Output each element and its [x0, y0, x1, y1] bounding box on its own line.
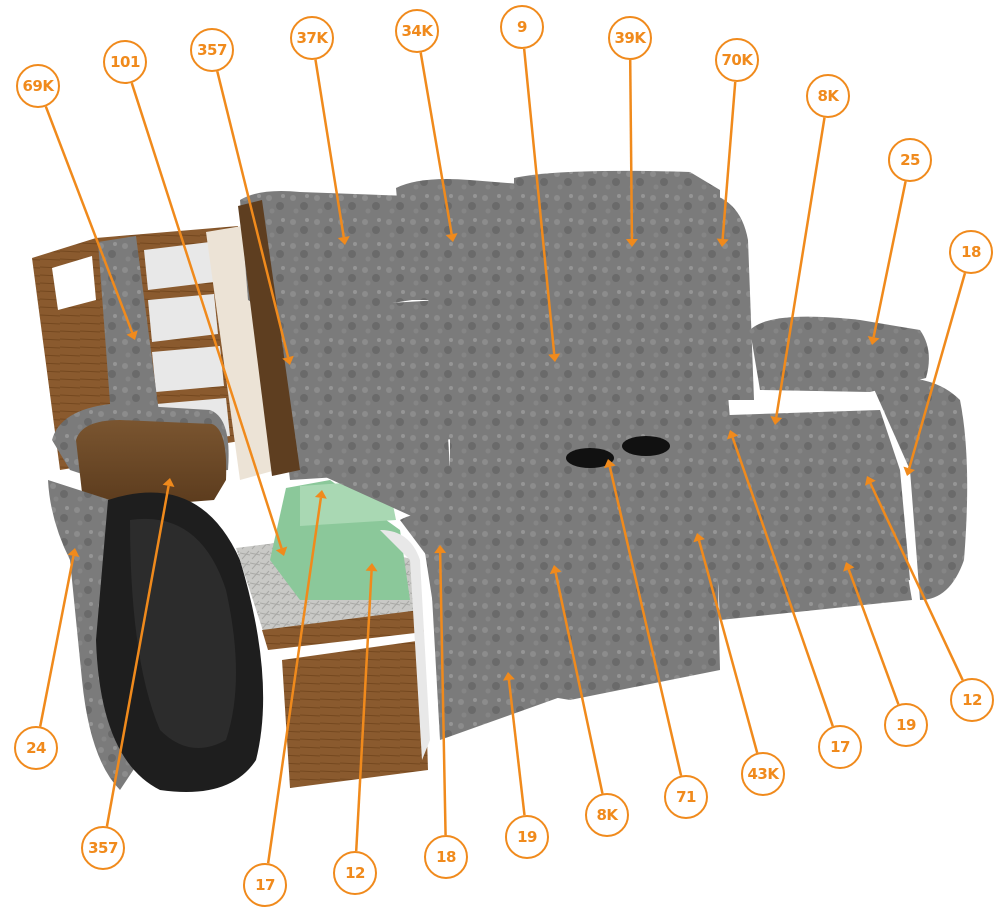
callout-69k: 69K [16, 64, 60, 108]
left-arm-exploded [48, 404, 263, 792]
callout-25: 25 [888, 138, 932, 182]
callout-43k: 43K [741, 752, 785, 796]
callout-12-right: 12 [950, 678, 994, 722]
left-seat-cutaway [236, 480, 428, 788]
leader-line [630, 60, 632, 239]
callout-357-bottom: 357 [81, 826, 125, 870]
callout-24: 24 [14, 726, 58, 770]
callout-19-left: 19 [505, 815, 549, 859]
callout-18-left: 18 [424, 835, 468, 879]
callout-8k-bottom: 8K [585, 793, 629, 837]
callout-17-right: 17 [818, 725, 862, 769]
callout-17-left: 17 [243, 863, 287, 907]
callout-101: 101 [103, 40, 147, 84]
callout-37k: 37K [290, 16, 334, 60]
callout-70k: 70K [715, 38, 759, 82]
callout-18-right: 18 [949, 230, 993, 274]
callout-12-left: 12 [333, 851, 377, 895]
callout-71: 71 [664, 775, 708, 819]
callout-19-right: 19 [884, 703, 928, 747]
callout-9: 9 [500, 5, 544, 49]
leader-line [874, 182, 906, 338]
leader-line [40, 556, 73, 727]
callout-8k-top: 8K [806, 74, 850, 118]
callout-357-top: 357 [190, 28, 234, 72]
callout-34k: 34K [395, 9, 439, 53]
callout-39k: 39K [608, 16, 652, 60]
